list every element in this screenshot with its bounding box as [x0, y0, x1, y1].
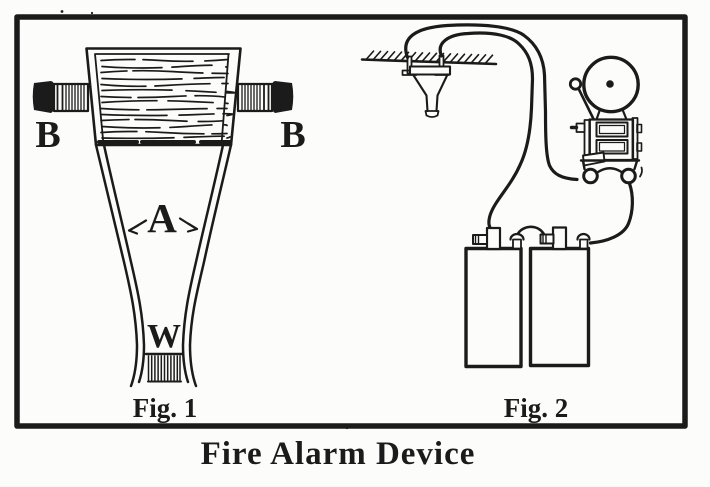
fig1-illustration: B B A W Fig. 1 — [32, 47, 306, 423]
electric-bell — [568, 55, 643, 185]
thread-lines-right — [241, 83, 270, 112]
plug-hatch — [147, 355, 181, 381]
battery1-bolt-terminal — [509, 232, 525, 250]
battery2-side-knob — [539, 233, 555, 245]
bell-foot-right — [620, 167, 637, 185]
bell-base — [579, 159, 643, 185]
fig1-caption: Fig. 1 — [133, 393, 198, 423]
battery2-post — [551, 226, 568, 251]
wire-between-batteries — [516, 225, 545, 236]
clapper-arm — [577, 87, 595, 121]
base-tick-mark — [639, 166, 643, 178]
bell-foot-left — [582, 167, 599, 185]
wire-detector-to-battery — [438, 31, 535, 233]
clapper-ball — [568, 77, 583, 91]
label-b-left: B — [35, 114, 60, 156]
label-b-right: B — [280, 114, 305, 156]
wax-plug — [144, 352, 184, 383]
wire-detector-to-bell — [404, 23, 579, 182]
wood-block — [85, 47, 242, 147]
magnet-coils — [595, 121, 629, 155]
thread-lines-left — [56, 83, 85, 112]
armature-tab — [582, 151, 606, 167]
fig2-caption: Fig. 2 — [504, 393, 569, 423]
binding-bolt-left — [32, 81, 90, 113]
knurled-head-right — [272, 81, 294, 113]
ceiling-hatch — [365, 50, 494, 65]
gong-hub — [606, 80, 614, 88]
knurled-head-left — [32, 81, 54, 113]
fig2-illustration: Fig. 2 — [360, 23, 643, 423]
ink-specks — [60, 10, 349, 430]
wood-grain — [97, 58, 237, 144]
funnel-tip-cap — [424, 110, 440, 118]
ceiling-funnel-detector — [401, 54, 452, 118]
wire-bell-to-battery — [588, 181, 634, 245]
figure-title: Fire Alarm Device — [201, 436, 476, 472]
battery1-post — [485, 226, 502, 251]
label-a: A — [147, 195, 177, 241]
battery1-side-knob — [472, 234, 488, 245]
figure-border — [14, 14, 688, 429]
funnel-walls — [94, 143, 233, 388]
battery2-bolt-terminal — [576, 232, 591, 250]
battery-cell-2 — [528, 226, 591, 368]
circuit-wires — [404, 23, 634, 245]
binding-bolt-right — [236, 81, 294, 113]
ceiling — [360, 50, 498, 66]
battery-cell-1 — [464, 226, 525, 369]
a-pointer-arrows — [127, 217, 199, 235]
label-w: W — [147, 318, 181, 355]
